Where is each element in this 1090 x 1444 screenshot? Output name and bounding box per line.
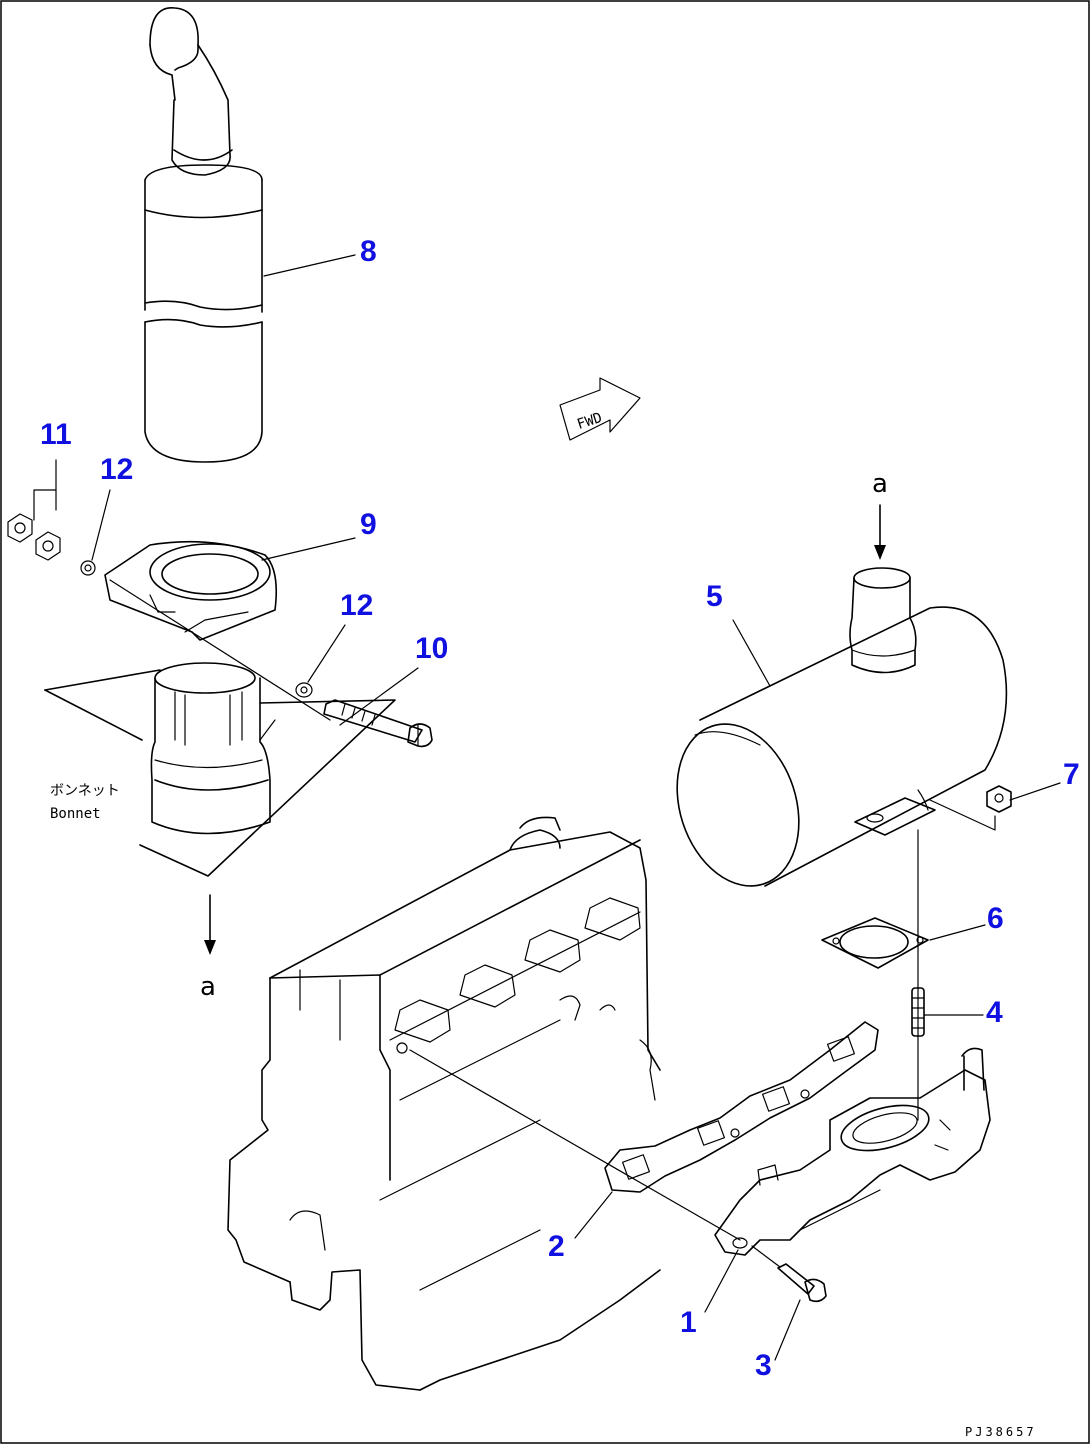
callout-2: 2 xyxy=(548,1230,565,1263)
muffler-part-5 xyxy=(676,567,1008,887)
callout-4: 4 xyxy=(986,996,1003,1029)
flange-bracket-part-9 xyxy=(104,540,278,641)
bolt-part-3 xyxy=(751,1245,827,1303)
callout-12-left: 12 xyxy=(100,453,133,486)
callout-9: 9 xyxy=(360,508,377,541)
callout-8: 8 xyxy=(360,235,377,268)
assembly-line-manifold xyxy=(409,1049,741,1241)
bonnet-label-en: Bonnet xyxy=(50,806,101,822)
exhaust-adapter-tube xyxy=(150,662,271,835)
callout-11: 11 xyxy=(40,418,72,451)
nuts-part-11 xyxy=(7,489,61,561)
callout-6: 6 xyxy=(987,902,1004,935)
bonnet-label-jp: ボンネット xyxy=(50,783,120,799)
washer-part-12-left xyxy=(80,560,96,576)
reference-mark-a-bottom: a xyxy=(200,972,216,1002)
exhaust-pipe-part-8 xyxy=(144,7,263,463)
nut-part-7 xyxy=(929,785,1012,831)
engine-block xyxy=(227,816,661,1391)
leader-lines xyxy=(55,254,1061,1361)
washer-part-12-right xyxy=(295,682,313,698)
exhaust-manifold-part-1 xyxy=(714,1047,991,1256)
drawing-number: PJ38657 xyxy=(965,1425,1037,1439)
callout-10: 10 xyxy=(415,632,448,665)
callout-3: 3 xyxy=(755,1349,772,1382)
stud-part-4 xyxy=(911,987,925,1037)
fwd-label: FWD xyxy=(575,410,604,433)
callout-1: 1 xyxy=(680,1306,697,1339)
manifold-gasket-part-2 xyxy=(604,1021,879,1193)
bonnet-panel xyxy=(44,669,396,877)
reference-mark-a-top: a xyxy=(872,469,888,499)
callout-5: 5 xyxy=(706,580,723,613)
callout-12-right: 12 xyxy=(340,589,373,622)
assembly-line-flange xyxy=(109,579,331,721)
arrow-to-a-bottom xyxy=(204,894,216,955)
callout-7: 7 xyxy=(1063,758,1080,791)
arrow-to-a-top xyxy=(874,504,886,560)
gasket-part-6 xyxy=(821,917,929,969)
fwd-direction-arrow: FWD xyxy=(559,377,641,441)
